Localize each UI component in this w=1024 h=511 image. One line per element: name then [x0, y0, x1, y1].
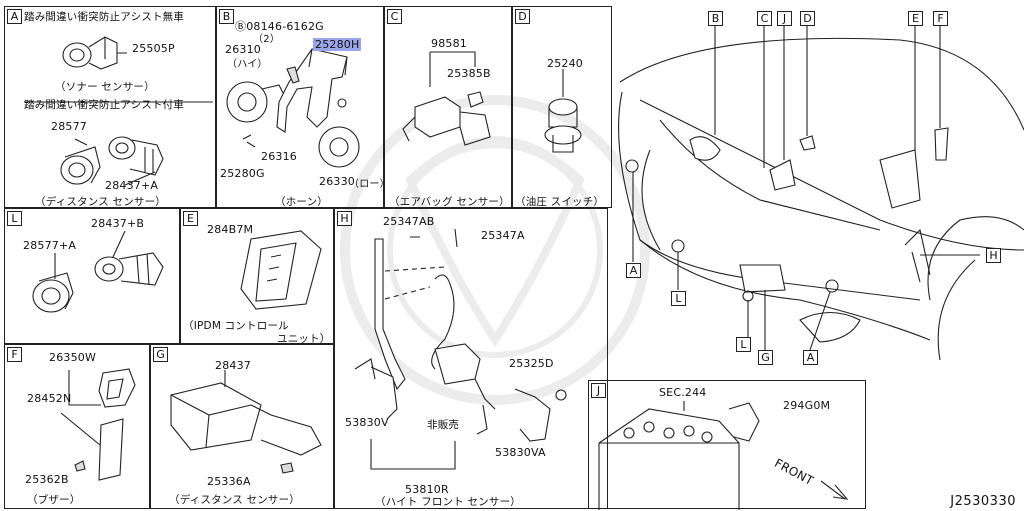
- part-note: （ハイ）: [227, 59, 268, 70]
- sonar-sensor-drawing: [24, 36, 213, 186]
- horn-caption: （ホーン）: [275, 196, 328, 208]
- part-label: 25385B: [447, 67, 491, 80]
- panel-l-sensors: L 28577+A 28437+B: [4, 208, 180, 344]
- part-label-highlighted: 25280H: [313, 38, 362, 51]
- watermark-emblem: [340, 95, 650, 405]
- height-sensor-caption: （ハイト フロント センサー）: [375, 496, 521, 508]
- panel-b-horn: B Ⓑ08146-6162G （2） 26310 （ハイ） 25280H 263…: [216, 6, 390, 208]
- panel-letter: J: [591, 383, 606, 398]
- car-callout: B: [708, 11, 723, 26]
- not-for-sale-label: 非販売: [427, 419, 460, 431]
- panel-a-sensors: A 踏み間違い衝突防止アシスト無車 25505P （ソナー センサー） 踏み間違…: [4, 6, 216, 208]
- part-label: 28437+A: [105, 179, 159, 192]
- ipdm-unit-drawing: [240, 230, 322, 310]
- oil-switch-drawing: [544, 69, 582, 153]
- part-label: 26350W: [49, 351, 97, 364]
- panel-letter: G: [153, 347, 168, 362]
- part-label: 28437+B: [91, 217, 145, 230]
- car-callout: F: [933, 11, 948, 26]
- height-sensor-drawing: [354, 228, 567, 470]
- car-callout: C: [757, 11, 772, 26]
- panel-a-title-without: 踏み間違い衝突防止アシスト無車: [24, 11, 185, 23]
- panel-e-ipdm: E 284B7M （IPDM コントロール ユニット）: [180, 208, 334, 345]
- car-callout: J: [777, 11, 792, 26]
- panel-letter: F: [7, 347, 22, 362]
- part-label: 25347AB: [383, 215, 435, 228]
- part-label: 53830V: [345, 416, 389, 429]
- bolt-qty: （2）: [253, 34, 280, 45]
- part-label: 53830VA: [495, 446, 546, 459]
- part-label: 53810R: [405, 483, 449, 496]
- oil-switch-caption: （油圧 スイッチ）: [515, 196, 605, 208]
- part-label: 28577+A: [23, 239, 77, 252]
- highlighted-part: 25280H: [313, 38, 362, 51]
- car-callout: A: [626, 263, 641, 278]
- panel-c-airbag: C 98581 25385B （エアバッグ センサー）: [384, 6, 512, 208]
- panel-d-oil-switch: D 25240 （油圧 スイッチ）: [512, 6, 612, 208]
- distance-sensor-caption: （ディスタンス センサー）: [35, 196, 166, 208]
- car-callout: L: [671, 291, 686, 306]
- car-callout: D: [800, 11, 815, 26]
- part-label: 25240: [547, 57, 583, 70]
- distance-sensor-caption: （ディスタンス センサー）: [169, 494, 300, 506]
- part-label: 25347A: [481, 229, 525, 242]
- part-note: （ロー）: [349, 179, 390, 190]
- buzzer-caption: （ブザー）: [27, 494, 81, 506]
- part-label: 25505P: [132, 42, 175, 55]
- buzzer-drawing: [60, 368, 136, 481]
- airbag-caption: （エアバッグ センサー）: [389, 196, 510, 208]
- part-label: 28577: [51, 120, 87, 133]
- part-label: 26310: [225, 43, 261, 56]
- panel-letter: D: [515, 9, 530, 24]
- panel-a-title-with: 踏み間違い衝突防止アシスト付車: [24, 99, 185, 111]
- part-label: 28437: [215, 359, 251, 372]
- panel-h-height-sensor: H 25347AB 25347A 25325D 53830V 非販売 53830…: [334, 208, 608, 509]
- car-callout: E: [908, 11, 923, 26]
- panel-g-distance-sensor: G 28437 25336A （ディスタンス センサー）: [150, 344, 334, 509]
- part-label: 98581: [431, 37, 467, 50]
- panel-letter: L: [7, 211, 22, 226]
- panel-letter: A: [7, 9, 22, 24]
- ipdm-caption-line1: （IPDM コントロール: [183, 320, 289, 332]
- car-callout: H: [986, 248, 1001, 263]
- bolt-label: Ⓑ08146-6162G: [235, 20, 324, 33]
- car-callout: G: [758, 350, 773, 365]
- distance-sensor-l-drawing: [32, 230, 164, 313]
- panel-j-battery: J SEC.244 294G0M FRONT: [588, 380, 866, 510]
- panel-letter: E: [183, 211, 198, 226]
- panel-letter: H: [337, 211, 352, 226]
- panel-letter: B: [219, 9, 234, 24]
- car-callout: A: [803, 350, 818, 365]
- horn-drawing: [226, 48, 360, 168]
- distance-sensor-unit-drawing: [170, 370, 322, 474]
- part-label: 284B7M: [207, 223, 254, 236]
- airbag-sensor-drawing: [402, 51, 491, 146]
- part-label: 26330: [319, 175, 355, 188]
- panel-letter: C: [387, 9, 402, 24]
- part-label: 25336A: [207, 475, 251, 488]
- part-label: 26316: [261, 150, 297, 163]
- sonar-caption: （ソナー センサー）: [55, 81, 155, 93]
- part-label: 25362B: [25, 473, 69, 486]
- part-label: 25280G: [220, 167, 265, 180]
- car-callout: L: [736, 337, 751, 352]
- ipdm-caption-line2: ユニット）: [277, 333, 331, 345]
- part-label: 28452N: [27, 392, 72, 405]
- part-label: 25325D: [509, 357, 554, 370]
- part-label: SEC.244: [659, 386, 707, 399]
- diagram-code: J2530330: [950, 494, 1016, 509]
- battery-drawing: [598, 401, 849, 510]
- part-label: 294G0M: [783, 399, 831, 412]
- panel-f-buzzer: F 26350W 28452N 25362B （ブザー）: [4, 344, 150, 509]
